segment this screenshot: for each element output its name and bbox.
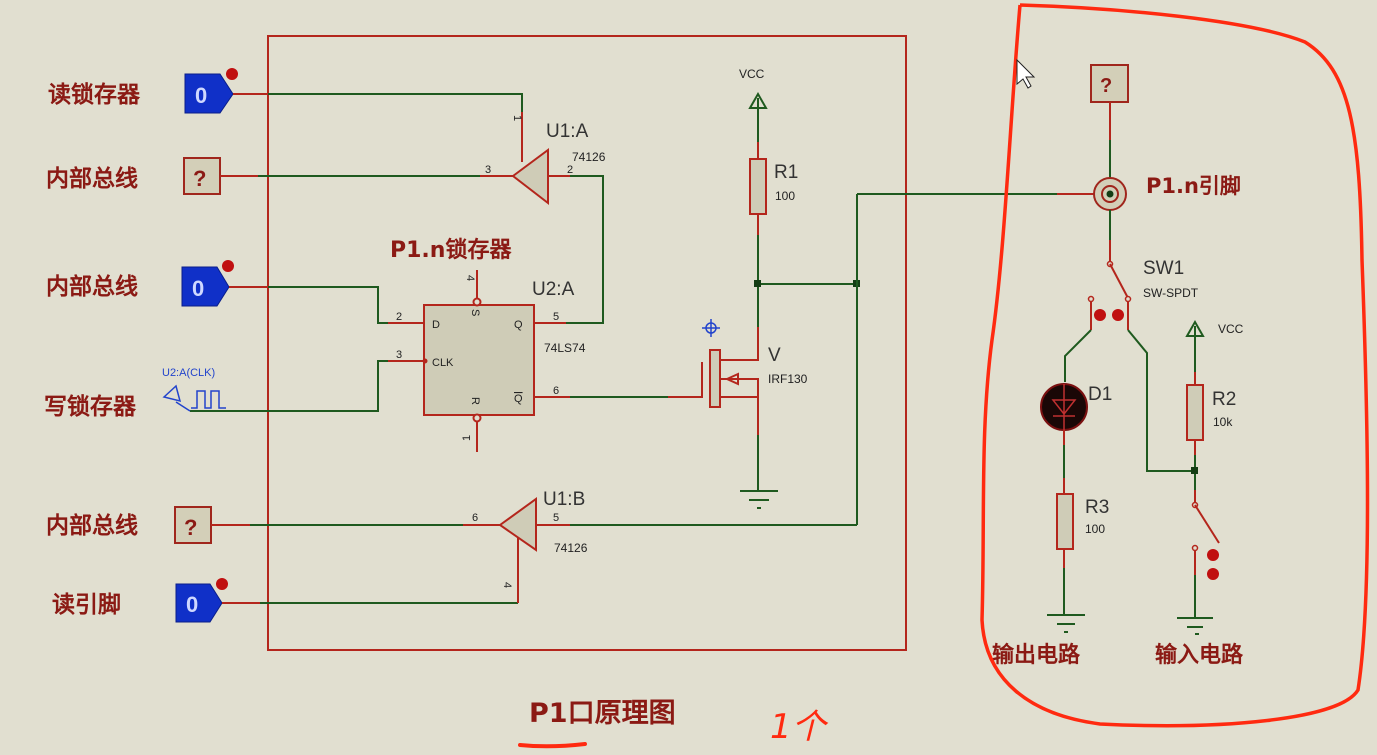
junction-dot — [754, 280, 761, 287]
u2a-pin-d-label: D — [432, 319, 440, 331]
svg-text:0: 0 — [195, 83, 207, 108]
annotation-circle — [980, 3, 1370, 728]
wire-read-latch[interactable] — [268, 93, 523, 112]
resistor-r3[interactable] — [1056, 493, 1074, 550]
svg-text:?: ? — [184, 515, 197, 540]
r1-value: 100 — [775, 189, 795, 203]
clock-generator-icon[interactable] — [162, 384, 226, 412]
label-read-pin: 读引脚 — [52, 592, 121, 618]
annotation-underline — [518, 742, 587, 749]
logic-state-read-latch[interactable]: 0 — [184, 68, 238, 114]
u1a-pin-3: 3 — [485, 164, 491, 176]
clk-probe-label: U2:A(CLK) — [162, 367, 215, 379]
label-internal-bus-3: 内部总线 — [46, 512, 138, 539]
u1a-pin-1: 1 — [511, 115, 523, 121]
push-button-switch[interactable] — [1191, 501, 1220, 581]
ground-icon — [1177, 617, 1213, 635]
u2a-pin-qn-num: 6 — [553, 385, 559, 397]
mosfet-part: IRF130 — [768, 372, 808, 386]
pin-mosfet-gate — [668, 362, 703, 398]
logic-state-read-pin[interactable]: 0 — [175, 578, 228, 623]
u1b-pin-4: 4 — [501, 582, 513, 588]
wire-q-to-u1a[interactable] — [566, 175, 604, 324]
u1b-part: 74126 — [554, 541, 588, 555]
u2a-pin-clk-label: CLK — [432, 357, 454, 369]
r3-ref: R3 — [1085, 497, 1109, 518]
led-d1[interactable] — [1040, 383, 1088, 431]
switch-sw1[interactable] — [1087, 260, 1132, 331]
sw1-part: SW-SPDT — [1143, 286, 1199, 300]
r2-value: 10k — [1213, 415, 1233, 429]
u2a-pin-clk-num: 3 — [396, 349, 402, 361]
flip-flop-u2a[interactable] — [422, 270, 535, 452]
probe-indicator-icon — [216, 578, 228, 590]
label-read-latch: 读锁存器 — [48, 81, 141, 108]
annotation-count: 1个 — [770, 707, 829, 747]
label-internal-bus-1: 内部总线 — [46, 165, 138, 192]
schematic-frame — [267, 35, 907, 651]
mosfet-v[interactable] — [709, 327, 759, 435]
r2-ref: R2 — [1212, 389, 1236, 410]
wire-sw-to-d1 — [1064, 329, 1092, 382]
u2a-part: 74LS74 — [544, 341, 586, 355]
u2a-pin-r-label: R — [469, 397, 481, 405]
u1a-part: 74126 — [572, 150, 606, 164]
ground-icon — [1047, 614, 1085, 633]
d1-ref: D1 — [1088, 384, 1112, 405]
u2a-ref: U2:A — [532, 279, 575, 300]
u2a-pin-s-num: 4 — [464, 275, 476, 281]
latch-title: P1.n锁存器 — [390, 237, 512, 263]
probe-p1n-pin[interactable]: ? — [1090, 64, 1129, 103]
mouse-cursor-icon — [1016, 58, 1036, 89]
u2a-pin-q-num: 5 — [553, 311, 559, 323]
junction-dot — [1191, 467, 1198, 474]
move-cursor-icon — [702, 319, 720, 337]
label-internal-bus-2: 内部总线 — [46, 273, 138, 300]
buffer-u1a[interactable] — [511, 148, 570, 206]
r3-value: 100 — [1085, 522, 1105, 536]
u1b-pin-5: 5 — [553, 512, 559, 524]
u1b-pin-6: 6 — [472, 512, 478, 524]
probe-indicator-icon — [226, 68, 238, 80]
sw1-ref: SW1 — [1143, 258, 1184, 279]
probe-internal-bus-1[interactable]: ? — [183, 157, 221, 195]
label-output-circuit: 输出电路 — [992, 642, 1081, 668]
p1n-pin-terminal[interactable] — [1093, 177, 1127, 211]
u2a-pin-r-num: 1 — [461, 435, 473, 441]
u2a-pin-s-label: S — [469, 309, 481, 316]
resistor-r2[interactable] — [1186, 384, 1204, 441]
u1a-pin-2: 2 — [567, 164, 573, 176]
logic-state-internal-bus[interactable]: 0 — [181, 260, 234, 307]
svg-text:0: 0 — [186, 592, 198, 617]
buffer-u1b[interactable] — [498, 497, 570, 552]
probe-indicator-icon — [222, 260, 234, 272]
u1b-ref: U1:B — [543, 489, 585, 510]
p1n-pin-label: P1.n引脚 — [1146, 174, 1241, 198]
u2a-pin-q-label: Q — [514, 319, 523, 331]
wire-bus2[interactable] — [268, 286, 388, 324]
label-input-circuit: 输入电路 — [1155, 642, 1244, 668]
label-write-latch: 写锁存器 — [44, 393, 137, 420]
u1a-ref: U1:A — [546, 121, 589, 142]
svg-text:?: ? — [193, 166, 206, 191]
probe-internal-bus-3[interactable]: ? — [174, 506, 212, 544]
vcc-label-1: VCC — [739, 67, 765, 81]
diagram-title: P1口原理图 — [529, 698, 676, 729]
u2a-pin-d-num: 2 — [396, 311, 402, 323]
ground-icon — [740, 490, 778, 509]
mosfet-ref: V — [768, 345, 781, 366]
svg-text:?: ? — [1100, 75, 1112, 97]
wire-sw-to-input — [1127, 329, 1195, 472]
u2a-pin-qn-label: Q — [514, 393, 523, 405]
r1-ref: R1 — [774, 162, 798, 183]
resistor-r1[interactable] — [749, 158, 767, 215]
vcc-label-2: VCC — [1218, 322, 1244, 336]
svg-text:0: 0 — [192, 276, 204, 301]
wire-write-latch[interactable] — [190, 360, 388, 412]
